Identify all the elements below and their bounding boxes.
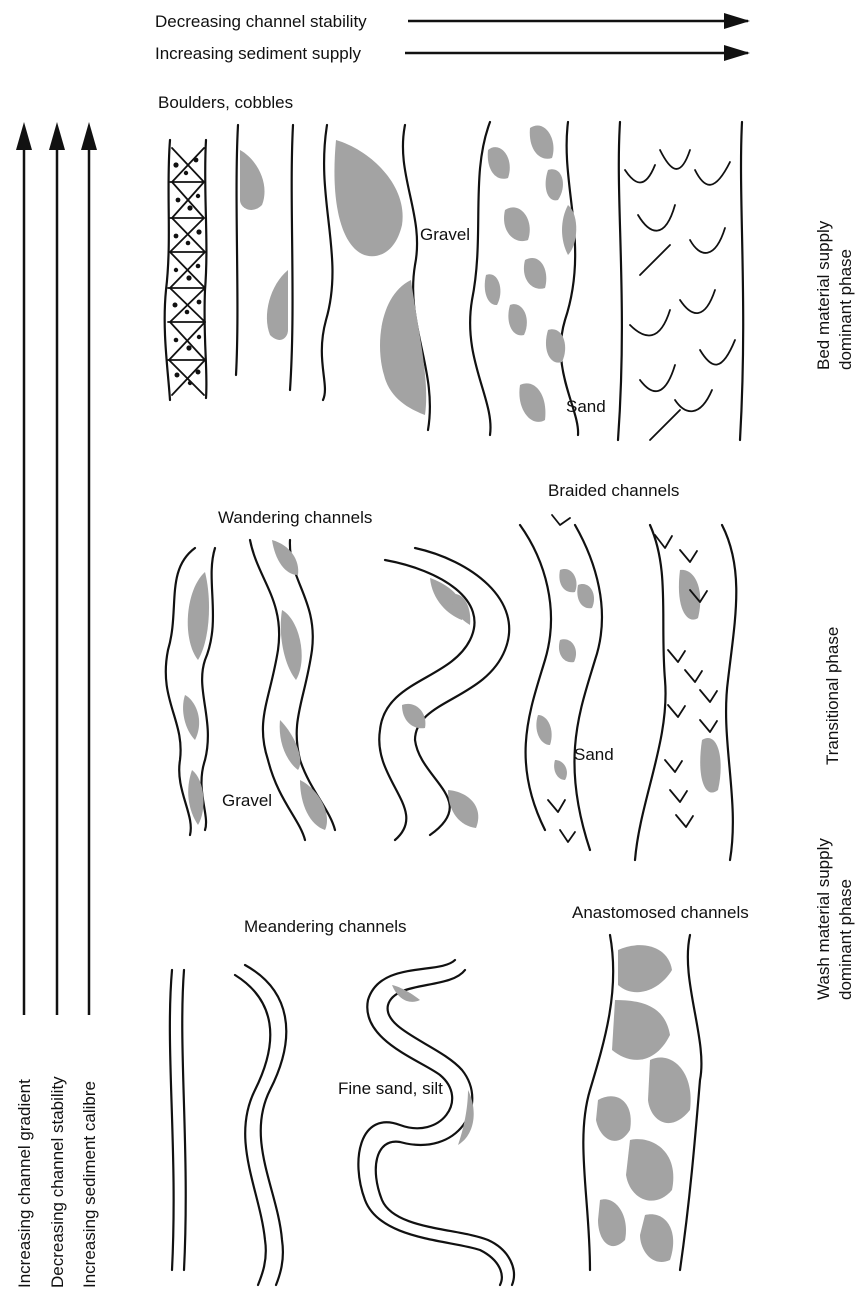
phase-wash-line1: Wash material supply [814,838,833,1000]
channel-tortuous-meander: Fine sand, silt [338,960,514,1285]
phase-transitional: Transitional phase [823,627,842,765]
label-wandering-channels: Wandering channels [218,508,372,527]
label-gravel-top: Gravel [420,225,470,244]
left-arrow-stability-head [49,122,65,150]
label-sand-top: Sand [566,397,606,416]
phase-bed-line2: dominant phase [836,249,855,370]
left-arrow-stability-label: Decreasing channel stability [48,1076,67,1288]
channel-gentle-meander [235,965,286,1285]
left-arrow-calibre-head [81,122,97,150]
phase-bed-line1: Bed material supply [814,220,833,370]
channel-wandering-3 [379,548,509,840]
channel-anastomosed [583,935,701,1270]
channel-sinuous-gravel: Gravel [322,125,470,430]
channel-boulder-steppool [165,140,207,400]
channel-wandering-1: Gravel [166,548,272,835]
left-arrow-gradient-head [16,122,32,150]
channel-braided-transitional-2 [635,525,736,860]
phase-wash-line2: dominant phase [836,879,855,1000]
channel-cascade [618,122,743,440]
top-arrow-supply-head [724,45,750,61]
label-anastomosed-channels: Anastomosed channels [572,903,749,922]
label-sand-mid: Sand [574,745,614,764]
top-arrow-stability-label: Decreasing channel stability [155,12,367,31]
left-arrow-gradient-label: Increasing channel gradient [15,1079,34,1288]
channel-braided-bed: Sand [470,122,606,435]
channel-straight-thin [170,970,186,1270]
label-boulders-cobbles: Boulders, cobbles [158,93,293,112]
channel-straight-bars [236,125,293,390]
top-arrow-supply-label: Increasing sediment supply [155,44,362,63]
label-braided-channels: Braided channels [548,481,679,500]
label-meandering-channels: Meandering channels [244,917,407,936]
left-arrow-calibre-label: Increasing sediment calibre [80,1081,99,1288]
channel-braided-transitional-1: Sand [520,515,614,850]
label-fine-sand-silt: Fine sand, silt [338,1079,443,1098]
label-gravel-mid: Gravel [222,791,272,810]
top-arrow-stability-head [724,13,750,29]
